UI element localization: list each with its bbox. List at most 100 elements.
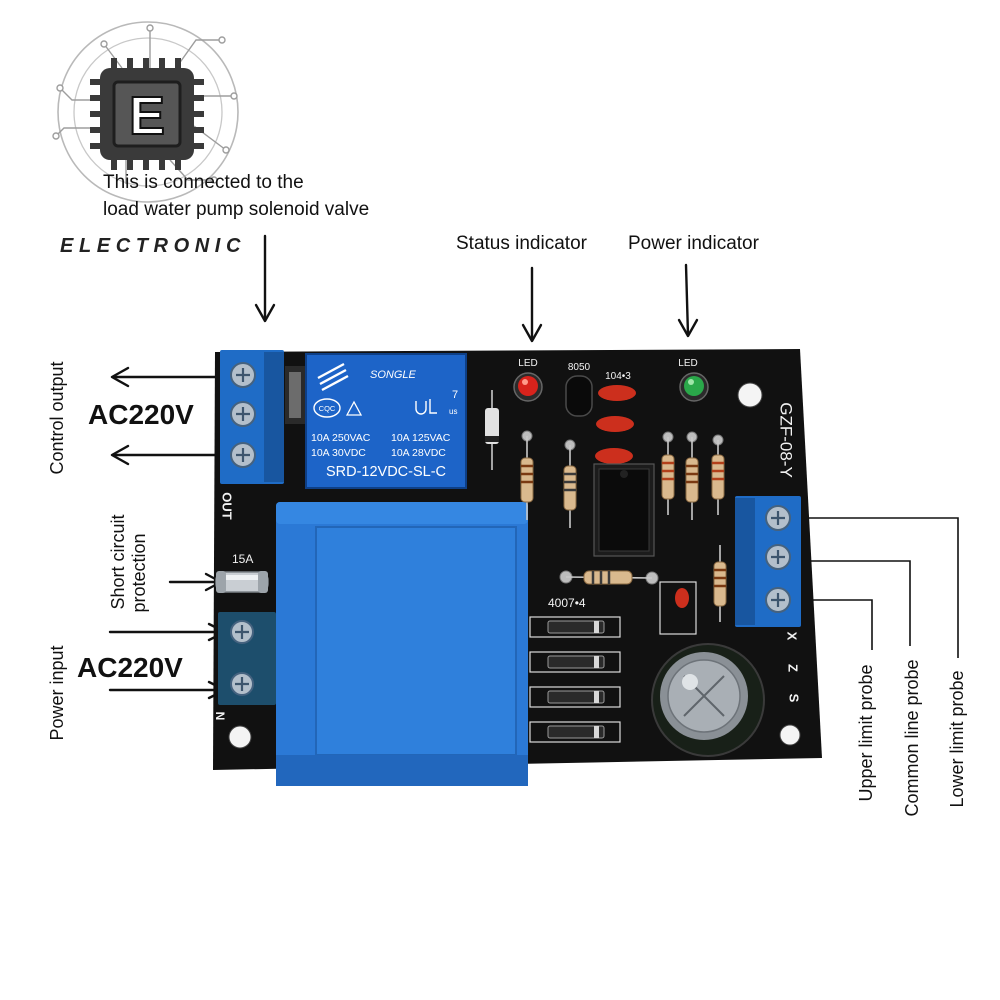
transformer: [276, 502, 528, 786]
relay-warning-icon: [345, 400, 363, 416]
control-voltage-label: AC220V: [88, 399, 194, 430]
relay-brand: SONGLE: [370, 369, 417, 381]
status-indicator-arrow: [521, 266, 543, 343]
power-arrow-head: [677, 318, 699, 338]
rectifier-diode-band: [594, 726, 599, 738]
load-callout-line2: load water pump solenoid valve: [103, 199, 369, 220]
controller-board: SONGLE CQC 7 us 10A 250VAC 10A 125VAC 10…: [213, 349, 822, 786]
rectifier-diodes: [529, 616, 621, 743]
flyback-diode: [485, 390, 499, 470]
ic-notch: [620, 470, 628, 478]
diode-silk-outline: [529, 651, 621, 673]
resistor-bands: [712, 461, 724, 481]
relay-rating-4: 10A 28VDC: [391, 447, 446, 459]
resistor-bands: [591, 571, 611, 584]
output-screw-2-slot: [236, 407, 250, 421]
flyback-diode-body: [485, 408, 499, 444]
relay-cert-mark: CQC: [319, 404, 336, 413]
power-terminal-block: [218, 612, 276, 705]
control-arrow-lower-head: [110, 444, 130, 466]
output-screw-1-slot: [236, 368, 250, 382]
ceramic-capacitor: [596, 416, 634, 432]
output-silk-label: OUT: [220, 492, 235, 520]
lower-probe-leader: [800, 517, 959, 658]
status-arrow-head: [521, 323, 543, 343]
logo-circuit-traces: [55, 28, 234, 184]
logo-trace-end: [56, 84, 64, 92]
power-led-silk-label: LED: [678, 358, 697, 369]
transformer-face: [315, 526, 517, 756]
electrolytic-capacitor-glint: [682, 674, 698, 690]
probe-screw-2-slot: [771, 550, 785, 564]
relay-rating-3: 10A 30VDC: [311, 447, 366, 459]
load-callout-line1: This is connected to the: [103, 172, 304, 193]
logo-trace-end: [146, 24, 154, 32]
rectifier-diode: [547, 620, 605, 634]
probe-screw-3-slot: [771, 593, 785, 607]
status-indicator-callout: Status indicator: [456, 233, 588, 254]
brand-logo: E ELECTRONIC: [52, 21, 246, 257]
rectifier-diode-silk-label: 4007•4: [548, 596, 586, 610]
logo-trace-end: [230, 92, 238, 100]
output-terminal-block: [220, 350, 284, 484]
relay: SONGLE CQC 7 us 10A 250VAC 10A 125VAC 10…: [305, 353, 467, 489]
relay-mark-number: 7: [452, 389, 458, 401]
resistor-group: [520, 430, 727, 622]
relay-model: SRD-12VDC-SL-C: [326, 464, 446, 480]
mounting-hole: [228, 725, 252, 749]
control-output-arrows: [110, 366, 217, 466]
ceramic-capacitor: [595, 448, 633, 464]
mounting-hole: [737, 382, 763, 408]
resistor: [661, 454, 675, 500]
rectifier-diode-band: [594, 656, 599, 668]
rectifier-diode: [547, 725, 605, 739]
rectifier-diode: [547, 655, 605, 669]
status-led-glint: [522, 379, 528, 385]
status-led-silk-label: LED: [518, 358, 537, 369]
resistor: [685, 457, 699, 503]
resistor-bands: [521, 464, 533, 484]
electrolytic-capacitor: [651, 643, 765, 757]
relay-rating-2: 10A 125VAC: [391, 432, 451, 444]
ic-body: [598, 468, 650, 552]
probe-terminal-label-s: S: [787, 694, 802, 703]
probe-terminal-side: [735, 498, 755, 625]
power-input-callout: Power input: [47, 645, 67, 740]
board-model-label: GZF-08-Y: [777, 402, 796, 478]
control-output-callout: Control output: [47, 361, 67, 474]
probe-terminal-label-x: X: [785, 632, 800, 641]
logo-trace-end: [52, 132, 60, 140]
logo-trace-end: [218, 36, 226, 44]
ceramic-capacitor-silk-label: 104•3: [605, 371, 631, 382]
relay-pin-shield: [289, 372, 301, 418]
transformer-top-bevel: [276, 502, 528, 524]
resistor: [711, 454, 725, 500]
rectifier-diode-band: [594, 691, 599, 703]
resistor: [563, 465, 577, 511]
load-arrow: [254, 234, 276, 323]
brand-wordmark: ELECTRONIC: [60, 235, 246, 257]
resistor-bands: [686, 464, 698, 484]
flyback-diode-band: [485, 436, 499, 442]
chip-letter: E: [129, 86, 165, 146]
power-led-glint: [688, 379, 694, 385]
probe-screw-1-slot: [771, 511, 785, 525]
relay-brand-mark: [317, 362, 349, 392]
chip-pins: [90, 58, 204, 170]
power-indicator-callout: Power indicator: [628, 233, 760, 254]
power-terminal-silk-label: N: [213, 712, 227, 721]
power-screw-1-slot: [235, 625, 249, 639]
fuse-highlight: [222, 575, 262, 580]
diode-silk-outline: [529, 616, 621, 638]
probe-terminal-block: [735, 496, 801, 627]
upper-limit-probe-callout: Upper limit probe: [856, 664, 876, 801]
common-line-probe-callout: Common line probe: [902, 659, 922, 816]
resistor-bands: [714, 568, 726, 588]
lower-limit-probe-callout: Lower limit probe: [947, 670, 967, 807]
control-arrow-upper-head: [110, 366, 130, 388]
resistor: [713, 561, 727, 607]
mounting-hole: [779, 724, 801, 746]
upper-probe-leader: [800, 599, 873, 650]
relay-cert-ring: [313, 398, 341, 418]
